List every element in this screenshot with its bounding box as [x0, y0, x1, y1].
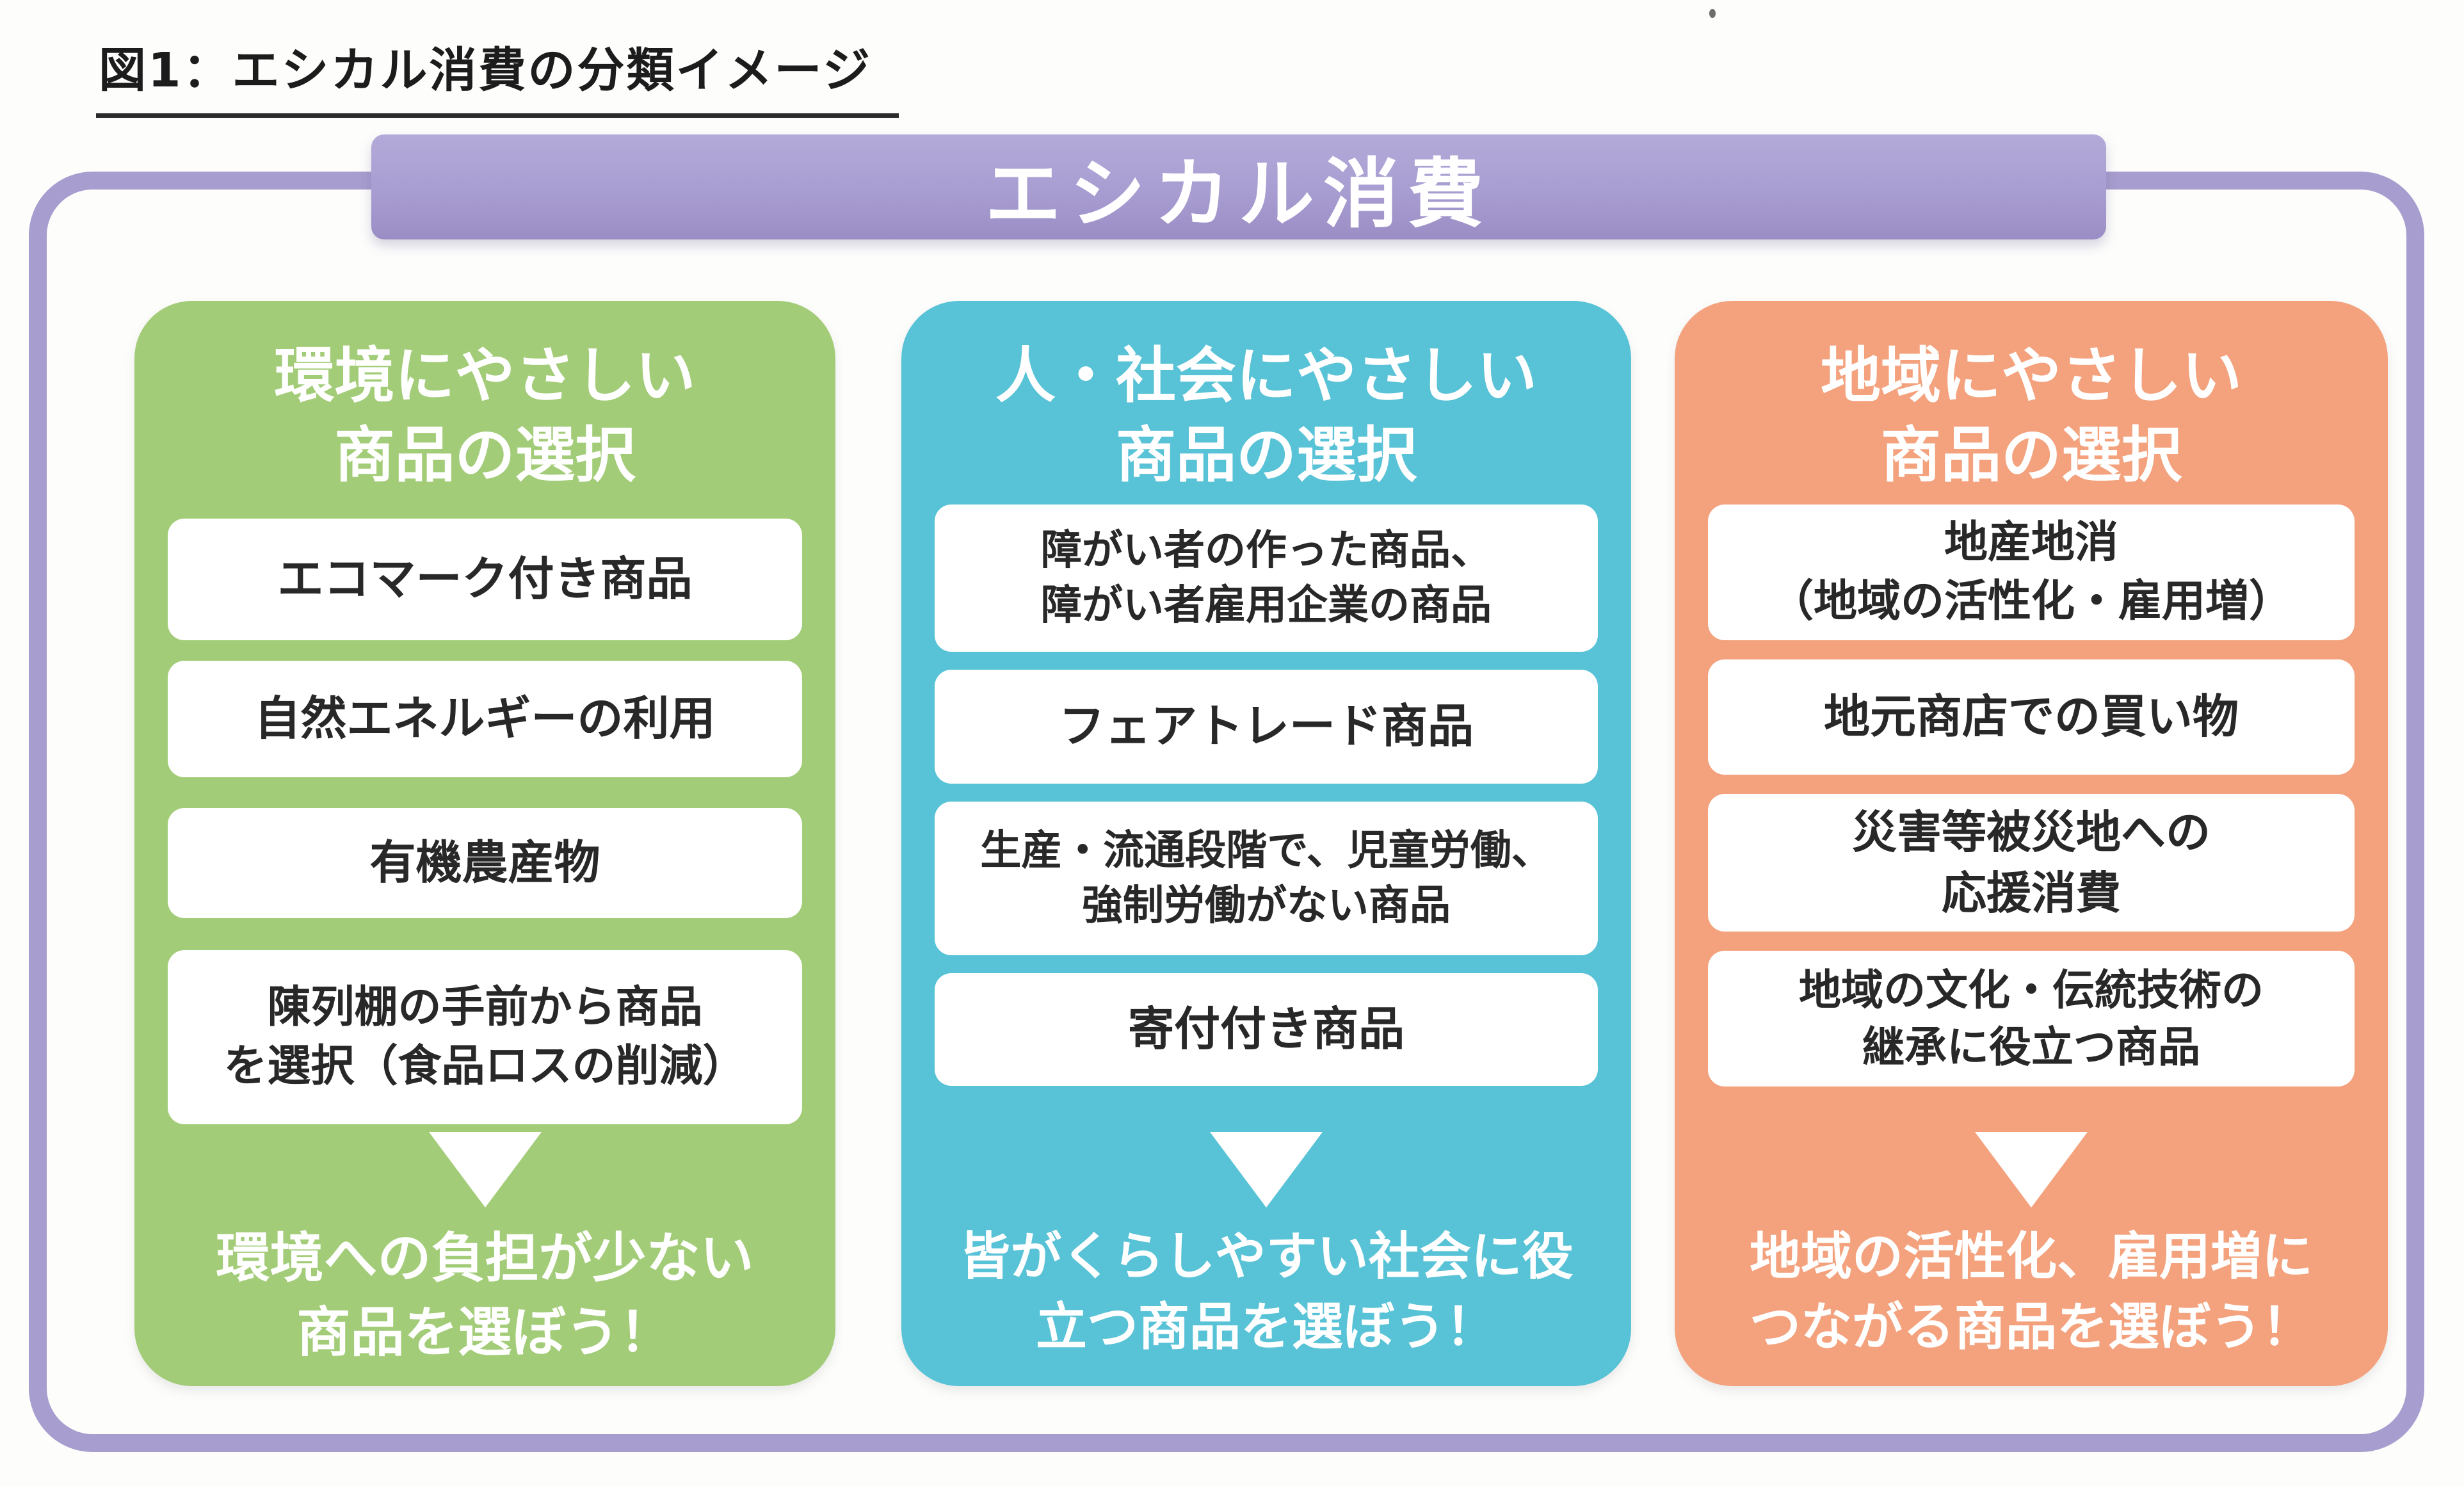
column-society-header: 人・社会にやさしい 商品の選択	[901, 337, 1631, 496]
item-disaster-area-support: 災害等被災地への 応援消費	[1708, 794, 2355, 932]
header-line: 人・社会にやさしい	[995, 341, 1537, 411]
figure-title: 図1：エシカル消費の分類イメージ	[96, 32, 899, 118]
item-line: 障がい者の作った商品、	[1041, 526, 1492, 574]
item-line: 地元商店での買い物	[1823, 690, 2239, 744]
down-arrow-icon	[1210, 1132, 1323, 1207]
header-line: 商品の選択	[334, 421, 636, 491]
item-line: フェアトレード商品	[1058, 699, 1474, 754]
item-local-shop-shopping: 地元商店での買い物	[1708, 659, 2355, 775]
header-line: 地域にやさしい	[1820, 341, 2242, 411]
item-line: 有機農産物	[369, 836, 600, 890]
item-donation-products: 寄付付き商品	[935, 973, 1598, 1086]
item-line: 陳列棚の手前から商品	[267, 982, 703, 1033]
column-region-header: 地域にやさしい 商品の選択	[1675, 337, 2388, 496]
item-fair-trade-products: フェアトレード商品	[935, 670, 1598, 784]
item-organic-produce: 有機農産物	[168, 808, 802, 918]
item-line: を選択（食品ロスの削減）	[223, 1041, 746, 1092]
column-environment-slogan: 環境への負担が少ない 商品を選ぼう！	[134, 1222, 835, 1370]
banner-label: エシカル消費	[985, 149, 1492, 238]
item-natural-energy: 自然エネルギーの利用	[168, 661, 802, 777]
item-line: 障がい者雇用企業の商品	[1041, 582, 1492, 629]
header-line: 商品の選択	[1880, 421, 2182, 491]
item-no-child-forced-labor: 生産・流通段階で、児童労働、 強制労働がない商品	[935, 802, 1598, 955]
column-region-slogan: 地域の活性化、雇用増に つながる商品を選ぼう！	[1675, 1222, 2388, 1363]
item-line: 継承に役立つ商品	[1862, 1022, 2200, 1072]
item-cultural-tradition-products: 地域の文化・伝統技術の 継承に役立つ商品	[1708, 951, 2355, 1086]
item-line: 強制労働がない商品	[1082, 882, 1451, 930]
item-line: 災害等被災地への	[1852, 806, 2210, 859]
slogan-line: 商品を選ぼう！	[296, 1300, 673, 1364]
item-eco-mark-products: エコマーク付き商品	[168, 519, 802, 640]
slogan-line: 環境への負担が少ない	[216, 1227, 754, 1289]
item-local-production-consumption: 地産地消 （地域の活性化・雇用増）	[1708, 505, 2355, 640]
header-line: 環境にやさしい	[274, 341, 696, 411]
item-line: 自然エネルギーの利用	[254, 691, 716, 746]
column-society: 人・社会にやさしい 商品の選択 障がい者の作った商品、 障がい者雇用企業の商品 …	[901, 301, 1631, 1386]
item-line: 寄付付き商品	[1127, 1002, 1405, 1056]
ethical-consumption-banner: エシカル消費	[371, 134, 2106, 239]
item-disability-made-products: 障がい者の作った商品、 障がい者雇用企業の商品	[935, 505, 1598, 652]
down-arrow-icon	[1975, 1132, 2088, 1207]
column-society-slogan: 皆がくらしやすい社会に役 立つ商品を選ぼう！	[901, 1222, 1631, 1363]
column-region: 地域にやさしい 商品の選択 地産地消 （地域の活性化・雇用増） 地元商店での買い…	[1675, 301, 2388, 1386]
header-line: 商品の選択	[1115, 421, 1417, 491]
item-line: 生産・流通段階で、児童労働、	[980, 827, 1552, 875]
column-environment: 環境にやさしい 商品の選択 エコマーク付き商品 自然エネルギーの利用 有機農産物…	[134, 301, 835, 1386]
slogan-line: 地域の活性化、雇用増に	[1750, 1227, 2313, 1286]
slogan-line: つながる商品を選ぼう！	[1750, 1297, 2313, 1357]
item-line: 応援消費	[1942, 866, 2121, 919]
scan-artifact-dot	[1709, 9, 1716, 18]
column-environment-header: 環境にやさしい 商品の選択	[134, 337, 835, 496]
item-shelf-front-selection: 陳列棚の手前から商品 を選択（食品ロスの削減）	[168, 950, 802, 1124]
down-arrow-icon	[428, 1132, 542, 1207]
slogan-line: 皆がくらしやすい社会に役	[959, 1227, 1574, 1286]
item-line: （地域の活性化・雇用増）	[1769, 576, 2292, 627]
item-line: エコマーク付き商品	[277, 552, 693, 606]
slogan-line: 立つ商品を選ぼう！	[1036, 1297, 1497, 1357]
item-line: 地産地消	[1944, 517, 2118, 569]
item-line: 地域の文化・伝統技術の	[1799, 965, 2264, 1015]
